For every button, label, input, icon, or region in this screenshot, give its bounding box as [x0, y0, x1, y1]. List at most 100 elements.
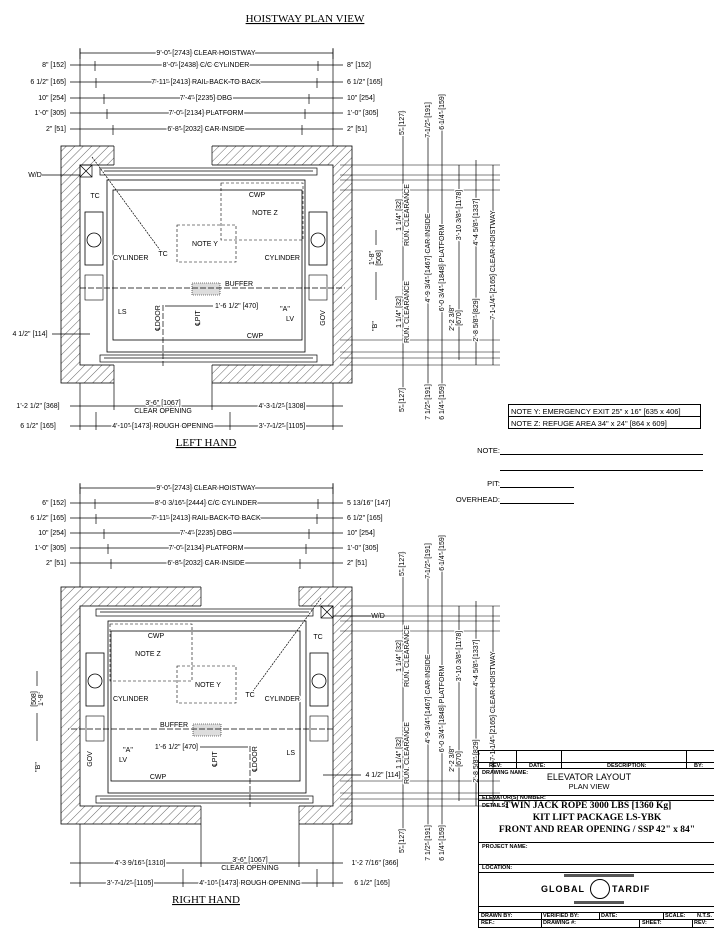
plan-title: LEFT HAND: [176, 437, 237, 449]
top-dim-center-label: 7'-0" [2134] PLATFORM: [169, 110, 244, 117]
front-door-track: [95, 608, 314, 617]
b-dim-mm-label: [508]: [31, 691, 38, 707]
b-mark: "B": [372, 321, 379, 331]
rear-door-track: [99, 354, 318, 363]
top-dim-center-label: 6'-8" [2032] CAR INSIDE: [167, 560, 245, 567]
overhead-line[interactable]: [500, 503, 574, 504]
drawing-title: HOISTWAY PLAN VIEW: [246, 13, 365, 25]
cylinder-rear-dim-mm: [670]: [456, 310, 463, 326]
cylinder: [308, 211, 328, 266]
cylinder-plunger: [86, 232, 102, 248]
tc-leader: [91, 156, 161, 251]
tc-label: TC: [90, 193, 99, 200]
note-label: NOTE:: [477, 446, 500, 455]
tc-label: TC: [245, 692, 254, 699]
platform-depth-dim: 6'-0 3/4" [1848] PLATFORM: [439, 666, 446, 753]
clear-opening-dim: 3'-6" [1067]: [232, 857, 267, 864]
top-dim-right-label: 10" [254]: [347, 95, 375, 102]
lv-label: LV: [286, 316, 294, 323]
cylinder-front-dim: 3'-10 3/8" [1178]: [456, 190, 463, 240]
note-line-2[interactable]: [500, 470, 703, 471]
title-block: REV: DATE: DESCRIPTION: BY: DRAWING NAME…: [478, 750, 714, 928]
buffer: [191, 282, 221, 296]
pit-centerline-label: ℄PIT: [195, 310, 202, 327]
bottom-dim-label: 1'-2 7/16" [366]: [351, 860, 398, 867]
rear-car-offset-dim: 7 1/2" [191]: [425, 384, 432, 420]
door-centerline-label: ℄DOOR: [252, 746, 259, 773]
rail-front-dim: 4'-4 5/8" [1337]: [473, 639, 480, 686]
drawing-number-label: DRAWING #:: [543, 920, 576, 926]
hoistway-clear-area: [79, 164, 334, 366]
running-clearance-label: RUN. CLEARANCE: [404, 722, 411, 784]
rear-offset-dim: 5" [127]: [399, 829, 406, 853]
cylinder-label: CYLINDER: [265, 696, 300, 703]
clear-opening-label: CLEAR OPENING: [134, 408, 192, 415]
top-dim-left-label: 1'-0" [305]: [35, 545, 67, 552]
top-dim-left-label: 8" [152]: [42, 62, 66, 69]
top-dim-center-label: 8'-0" [2438] C/C CYLINDER: [163, 62, 250, 69]
bottom-dim-label: 1'-2 1/2" [368]: [16, 403, 59, 410]
top-dim-right-label: 2" [51]: [347, 126, 367, 133]
sheet-label: SHEET:: [642, 920, 662, 926]
front-offset-dim: 5" [127]: [399, 552, 406, 576]
cylinder-rear-dim-mm: [670]: [456, 751, 463, 767]
wd-box: [79, 164, 93, 178]
front-opening: [201, 586, 299, 607]
details-line-3: FRONT AND REAR OPENING / SSP 42" x 84": [498, 825, 696, 835]
front-door-track: [99, 167, 318, 176]
drawing-name-1: ELEVATOR LAYOUT: [546, 772, 632, 782]
offset-dim-label: 4 1/2" [114]: [12, 331, 47, 338]
top-dim-left-label: 1'-0" [305]: [35, 110, 67, 117]
rev-label: REV:: [694, 920, 707, 926]
note-z-box: NOTE Z: REFUGE AREA 34" x 24" [864 x 609…: [508, 416, 701, 429]
top-dim-left-label: 6 1/2" [165]: [30, 515, 66, 522]
top-dim-right-label: 1'-0" [305]: [347, 545, 379, 552]
top-dim-left-label: 2" [51]: [46, 126, 66, 133]
details-line-1: TWIN JACK ROPE 3000 LBS [1360 Kg]: [504, 801, 672, 811]
rear-door-track: [95, 795, 314, 804]
a-mark: "A": [123, 747, 133, 754]
front-car-offset-dim: 7 1/2" [191]: [425, 543, 432, 579]
note-line-1[interactable]: [500, 454, 703, 455]
front-offset-dim: 5" [127]: [399, 111, 406, 135]
rear-car-offset-dim: 7 1/2" [191]: [425, 825, 432, 861]
logo-tagline-top: [564, 874, 634, 877]
cylinder-label: CYLINDER: [113, 696, 148, 703]
emergency-exit-area: [176, 665, 237, 704]
top-dim-left-label: 10" [254]: [38, 530, 66, 537]
date-header: DATE:: [529, 763, 546, 769]
drawing-name-label: DRAWING NAME:: [482, 770, 529, 776]
cylinder: [84, 211, 104, 266]
cylinder-plunger: [311, 673, 327, 689]
top-dim-right-label: 1'-0" [305]: [347, 110, 379, 117]
cylinder-rear-dim: 2'-2 3/8": [449, 305, 456, 331]
bottom-dim-label: 3'-7 1/2" [1105]: [107, 880, 154, 887]
top-dim-left-label: 10" [254]: [38, 95, 66, 102]
logo-global: GLOBAL: [541, 884, 585, 894]
running-clearance-label: RUN. CLEARANCE: [404, 281, 411, 343]
gov-label: GOV: [320, 310, 327, 326]
cylinder: [309, 652, 329, 707]
rail-bracket: [309, 715, 329, 742]
emergency-exit-area: [176, 224, 237, 263]
bottom-dim-label: 4'-3 1/2" [1308]: [258, 403, 305, 410]
running-clearance-dim: 1 1/4" [32]: [396, 737, 403, 769]
location-label: LOCATION:: [482, 865, 513, 871]
refuge-area: [109, 623, 193, 682]
note-y-label: NOTE Y: [192, 241, 218, 248]
wd-label: W/D: [28, 172, 42, 179]
top-dim-right-label: 8" [152]: [347, 62, 371, 69]
top-dim-right-label: 2" [51]: [347, 560, 367, 567]
car-inside: [110, 630, 301, 782]
pit-line[interactable]: [500, 487, 574, 488]
wd-cross: [320, 605, 334, 619]
logo-tardif: TARDIF: [612, 884, 651, 894]
b-mark: "B": [35, 762, 42, 772]
ls-label: LS: [118, 309, 127, 316]
top-dim-right-label: 10" [254]: [347, 530, 375, 537]
